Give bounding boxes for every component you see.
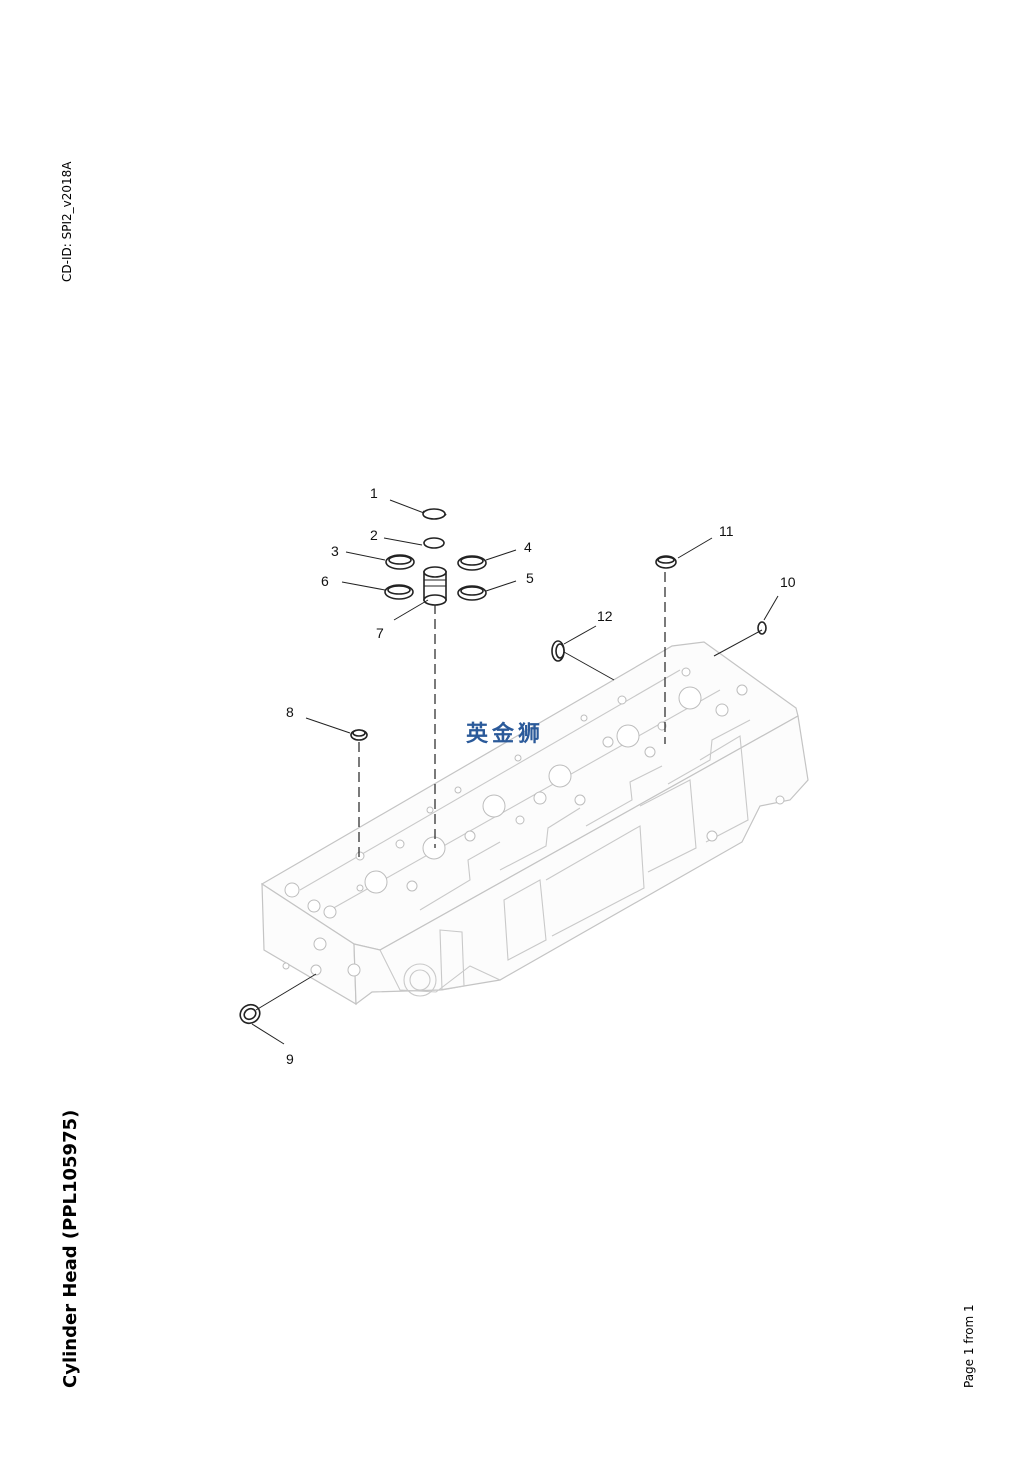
callout-2: 2 bbox=[370, 527, 378, 543]
callout-6: 6 bbox=[321, 573, 329, 589]
callout-5: 5 bbox=[526, 570, 534, 586]
callout-9: 9 bbox=[286, 1051, 294, 1067]
leader-lines bbox=[251, 499, 779, 1045]
parts bbox=[239, 508, 767, 1025]
callout-3: 3 bbox=[331, 543, 339, 559]
assembly-lines bbox=[358, 572, 666, 858]
callout-1: 1 bbox=[370, 485, 378, 501]
watermark-text: 英金狮 bbox=[466, 722, 545, 747]
callout-10: 10 bbox=[780, 574, 796, 590]
callout-7: 7 bbox=[376, 625, 384, 641]
cylinder-head-block bbox=[260, 641, 809, 1006]
callout-8: 8 bbox=[286, 704, 294, 720]
callout-11: 11 bbox=[719, 523, 734, 539]
callout-12: 12 bbox=[597, 608, 613, 624]
callout-4: 4 bbox=[524, 539, 532, 555]
callout-labels: 1 2 3 4 5 6 7 8 9 10 11 12 bbox=[286, 485, 796, 1067]
